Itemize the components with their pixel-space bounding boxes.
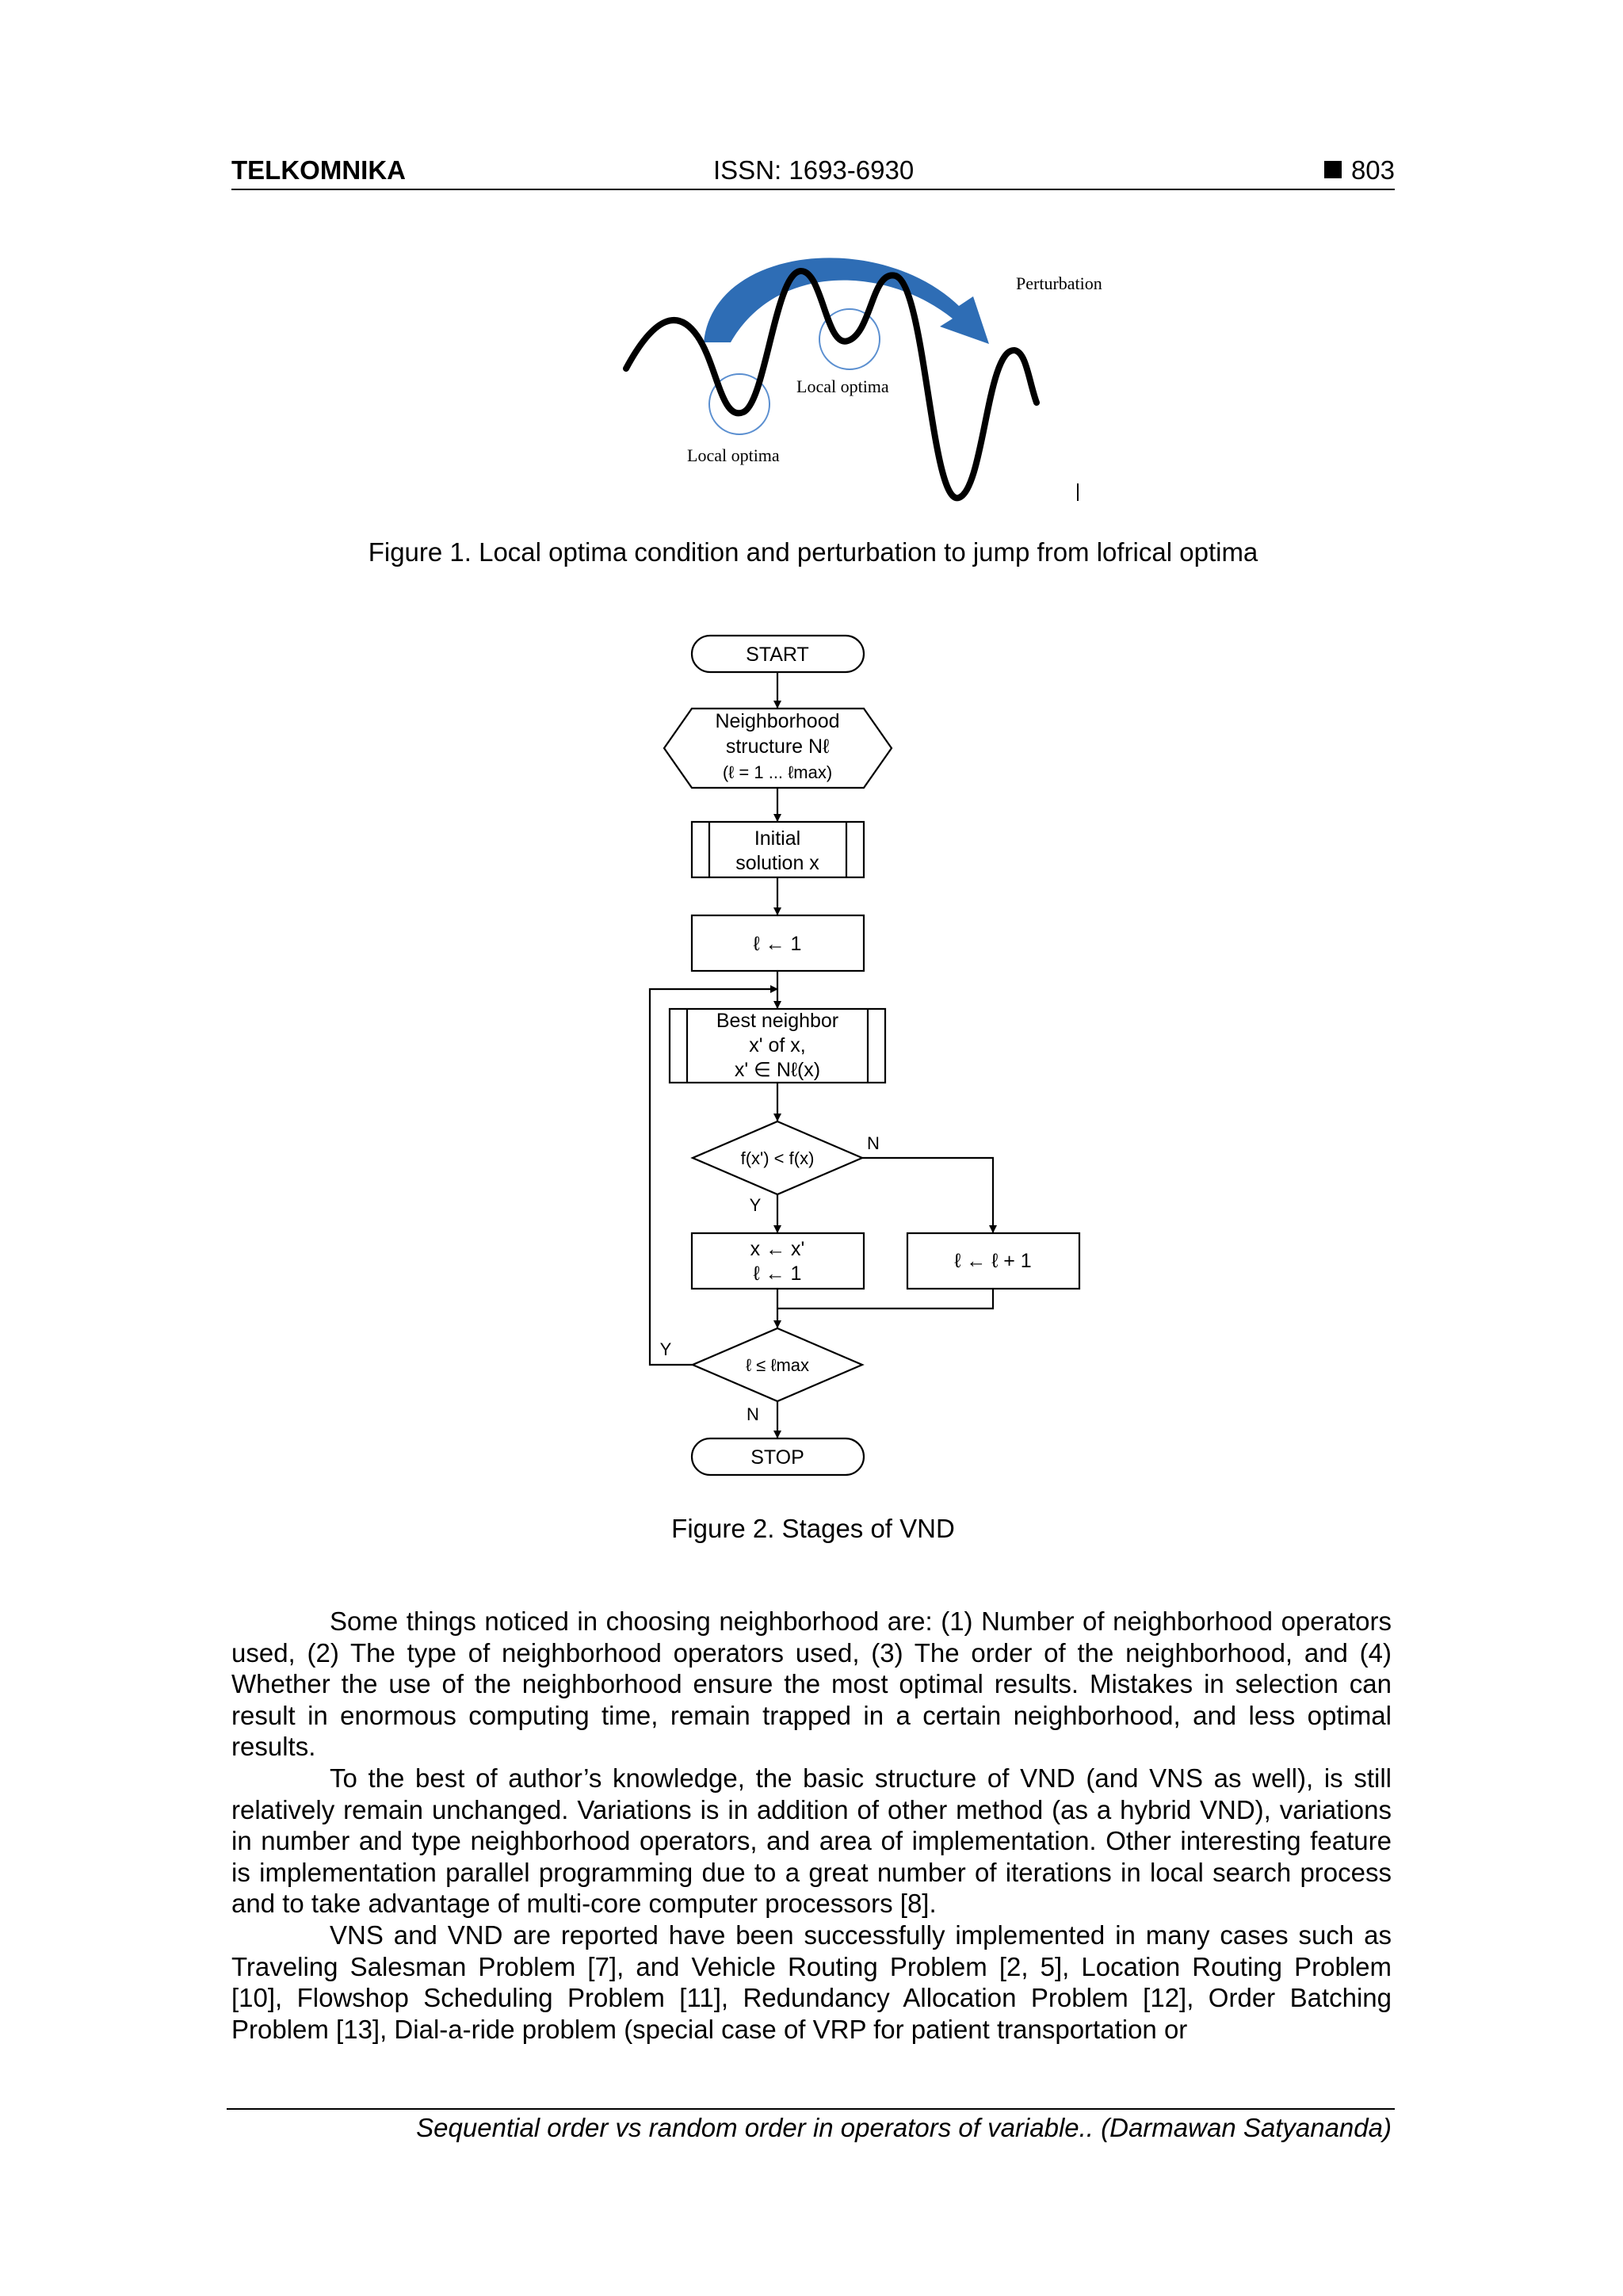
local-optima-label-lower: Local optima	[687, 445, 780, 465]
page-number-group: 803	[1324, 155, 1395, 185]
body-text: Some things noticed in choosing neighbor…	[231, 1606, 1392, 2045]
journal-name: TELKOMNIKA	[231, 155, 406, 185]
neighborhood-label-line3: (ℓ = 1 ... ℓmax)	[723, 762, 832, 782]
figure-1-diagram: Perturbation Local optima Local optima	[610, 254, 1125, 515]
yes-label-1: Y	[750, 1195, 762, 1215]
move-update-label-line2: ℓ ← 1	[754, 1263, 802, 1285]
perturbation-arrow	[704, 258, 989, 344]
running-header: TELKOMNIKA ISSN: 1693-6930 803	[231, 155, 1395, 190]
initial-solution-label-line2: solution x	[735, 852, 819, 874]
figure-2-caption: Figure 2. Stages of VND	[231, 1514, 1395, 1544]
initial-solution-label-line1: Initial	[754, 827, 800, 850]
paragraph-neighborhood-choice: Some things noticed in choosing neighbor…	[231, 1606, 1392, 1763]
local-optima-label-upper: Local optima	[796, 376, 889, 396]
paragraph-vnd-structure: To the best of author’s knowledge, the b…	[231, 1763, 1392, 1920]
neighborhood-label-line2: structure Nℓ	[726, 735, 830, 758]
neighborhood-label-line1: Neighborhood	[715, 710, 839, 732]
improvement-decision-label: f(x') < f(x)	[741, 1148, 815, 1168]
paragraph-applications: VNS and VND are reported have been succe…	[231, 1920, 1392, 2045]
best-neighbor-label-line3: x' ∈ Nℓ(x)	[735, 1059, 820, 1081]
no-label-2: N	[747, 1404, 759, 1424]
move-update-label-line1: x ← x'	[750, 1238, 805, 1260]
best-neighbor-label-line2: x' of x,	[749, 1034, 805, 1056]
running-footer: Sequential order vs random order in oper…	[227, 2108, 1395, 2143]
perturbation-label: Perturbation	[1016, 273, 1102, 293]
footer-citation: Sequential order vs random order in oper…	[227, 2110, 1395, 2143]
square-bullet-icon	[1324, 161, 1342, 178]
index-limit-decision-label: ℓ ≤ ℓmax	[746, 1355, 809, 1375]
figure-1-caption: Figure 1. Local optima condition and per…	[231, 537, 1395, 567]
increment-label: ℓ ← ℓ + 1	[954, 1250, 1031, 1272]
best-neighbor-label-line1: Best neighbor	[716, 1010, 838, 1032]
no-label-1: N	[867, 1133, 880, 1153]
init-index-label: ℓ ← 1	[754, 933, 802, 955]
yes-label-2: Y	[660, 1339, 672, 1359]
issn: ISSN: 1693-6930	[713, 155, 914, 185]
stop-label: STOP	[750, 1446, 804, 1469]
start-label: START	[746, 644, 809, 666]
page-number: 803	[1351, 155, 1395, 185]
figure-2-flowchart: START Neighborhood structure Nℓ (ℓ = 1 .…	[634, 626, 1094, 1490]
